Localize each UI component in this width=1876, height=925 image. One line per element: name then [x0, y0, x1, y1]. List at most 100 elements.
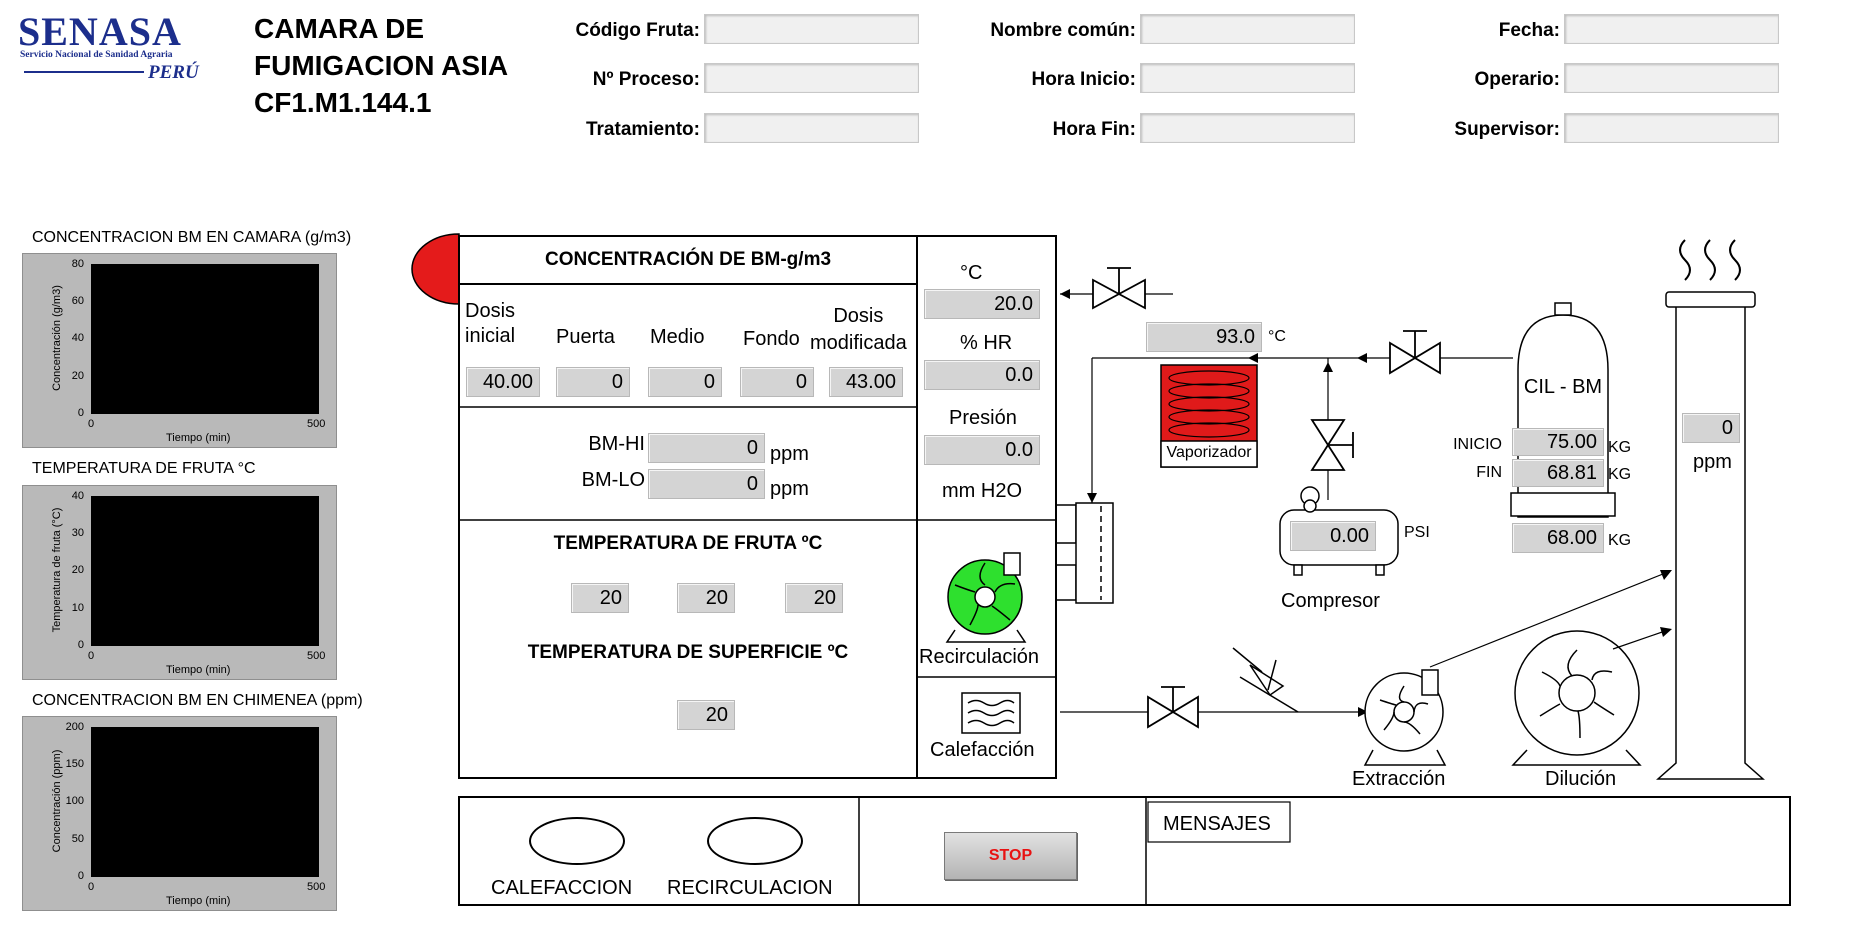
supervisor-label: Supervisor: [1454, 119, 1560, 140]
smoke-icon [1679, 239, 1691, 281]
y-tick: 0 [77, 639, 84, 651]
chamber-duct [1056, 504, 1077, 601]
title-line-1: CAMARA DE [254, 13, 425, 44]
x-axis-label: Tiempo (min) [166, 895, 231, 907]
x-tick: 500 [307, 650, 326, 662]
y-tick: 150 [65, 758, 84, 770]
recirculation-fan-icon [945, 552, 1027, 643]
chart-title: TEMPERATURA DE FRUTA °C [32, 460, 256, 477]
hr-label: % HR [960, 332, 1013, 354]
n-proceso-field[interactable] [704, 63, 919, 93]
fruit-temp-title: TEMPERATURA DE FRUTA ºC [553, 533, 823, 554]
cylinder-inicio-value: 75.00 [1512, 428, 1604, 456]
x-tick: 500 [307, 881, 326, 893]
dosis-modificada-value[interactable]: 43.00 [829, 367, 903, 397]
page-title: CAMARA DE FUMIGACION ASIA CF1.M1.144.1 [254, 10, 508, 121]
dosis-inicial-value[interactable]: 40.00 [466, 367, 540, 397]
y-tick: 80 [71, 258, 84, 270]
hora-fin-field[interactable] [1140, 113, 1355, 143]
cylinder-fin-label: FIN [1476, 464, 1502, 481]
pressure-unit: mm H2O [942, 480, 1022, 502]
bm-lo-label: BM-LO [581, 469, 645, 491]
fecha-label: Fecha: [1498, 20, 1560, 41]
heater-icon [961, 692, 1021, 734]
chimney-icon [1656, 305, 1765, 780]
extraccion-label: Extracción [1352, 768, 1446, 790]
messages-area[interactable] [1296, 802, 1786, 902]
tratamiento-field[interactable] [704, 113, 919, 143]
x-axis-label: Tiempo (min) [166, 664, 231, 676]
hora-inicio-field[interactable] [1140, 63, 1355, 93]
hora-inicio-label: Hora Inicio: [1031, 69, 1136, 90]
fondo-value: 0 [740, 367, 814, 397]
logo-subtitle: Servicio Nacional de Sanidad Agraria [20, 50, 173, 60]
mensajes-label: MENSAJES [1163, 813, 1271, 835]
plot-area[interactable] [91, 496, 319, 646]
compressor-label: Compresor [1281, 590, 1380, 612]
vaporizer-temp: 93.0 [1146, 322, 1262, 352]
compressor-psi-unit: PSI [1404, 524, 1430, 541]
dilution-fan-icon [1511, 630, 1642, 766]
fecha-field[interactable] [1564, 14, 1779, 44]
pressure-label: Presión [949, 407, 1017, 429]
x-tick: 0 [88, 881, 95, 893]
smoke-icon [1729, 239, 1741, 281]
bm-hi-value: 0 [648, 433, 765, 463]
dosis-modificada-label: Dosis modificada [810, 303, 907, 357]
medio-label: Medio [650, 326, 705, 348]
cylinder-inicio-label: INICIO [1453, 436, 1502, 453]
calefaccion-led-label: CALEFACCION [491, 877, 633, 899]
y-tick: 0 [77, 870, 84, 882]
stop-button[interactable]: STOP [944, 832, 1077, 880]
chart-panel: Temperatura de fruta (°C) 40 30 20 10 0 … [22, 485, 337, 680]
recirculacion-led[interactable] [707, 817, 803, 865]
cylinder-label: CIL - BM [1523, 376, 1603, 398]
logo-name: SENASA [18, 9, 182, 54]
dilucion-label: Dilución [1545, 768, 1617, 790]
recirculacion-led-label: RECIRCULACION [667, 877, 833, 899]
cylinder-total-unit: KG [1608, 532, 1632, 549]
nombre-comun-label: Nombre común: [990, 20, 1136, 41]
x-tick: 0 [88, 650, 95, 662]
surface-temp-title: TEMPERATURA DE SUPERFICIE ºC [527, 642, 849, 663]
logo-country: PERÚ [148, 62, 199, 83]
y-tick: 60 [71, 295, 84, 307]
cylinder-fin-value: 68.81 [1512, 459, 1604, 487]
smoke-icon [1704, 239, 1716, 281]
fruit-temp-2: 20 [677, 583, 735, 613]
fruit-temp-3: 20 [785, 583, 843, 613]
senasa-logo: SENASA Servicio Nacional de Sanidad Agra… [16, 8, 221, 83]
dosis-inicial-label-2: inicial [465, 325, 516, 347]
supervisor-field[interactable] [1564, 113, 1779, 143]
chimney-ppm-value: 0 [1682, 413, 1740, 443]
codigo-fruta-field[interactable] [704, 14, 919, 44]
y-tick: 40 [71, 332, 84, 344]
cylinder-inicio-unit: KG [1608, 439, 1632, 456]
chart-title: CONCENTRACION BM EN CHIMENEA (ppm) [32, 692, 363, 709]
alarm-lamp-icon [411, 233, 460, 305]
bm-lo-unit: ppm [770, 478, 809, 500]
hora-fin-label: Hora Fin: [1052, 119, 1136, 140]
bm-lo-value: 0 [648, 469, 765, 499]
codigo-fruta-label: Código Fruta: [575, 20, 700, 41]
temp-unit-label: °C [960, 262, 983, 284]
y-tick: 0 [77, 407, 84, 419]
chart-panel: Concentración (ppm) 200 150 100 50 0 0 5… [22, 716, 337, 911]
nombre-comun-field[interactable] [1140, 14, 1355, 44]
plot-area[interactable] [91, 727, 319, 877]
vaporizer-label: Vaporizador [1166, 444, 1252, 461]
calefaccion-led[interactable] [529, 817, 625, 865]
concentration-title: CONCENTRACIÓN DE BM-g/m3 [544, 249, 832, 270]
title-line-3: CF1.M1.144.1 [254, 87, 432, 118]
operario-field[interactable] [1564, 63, 1779, 93]
cylinder-fin-unit: KG [1608, 466, 1632, 483]
plot-area[interactable] [91, 264, 319, 414]
title-line-2: FUMIGACION ASIA [254, 50, 509, 81]
fondo-label: Fondo [743, 328, 800, 350]
logo-line [24, 71, 144, 73]
recirculacion-label: Recirculación [919, 646, 1040, 668]
y-tick: 200 [65, 721, 84, 733]
y-tick: 20 [71, 564, 84, 576]
relief-valve-icon [1232, 647, 1299, 713]
